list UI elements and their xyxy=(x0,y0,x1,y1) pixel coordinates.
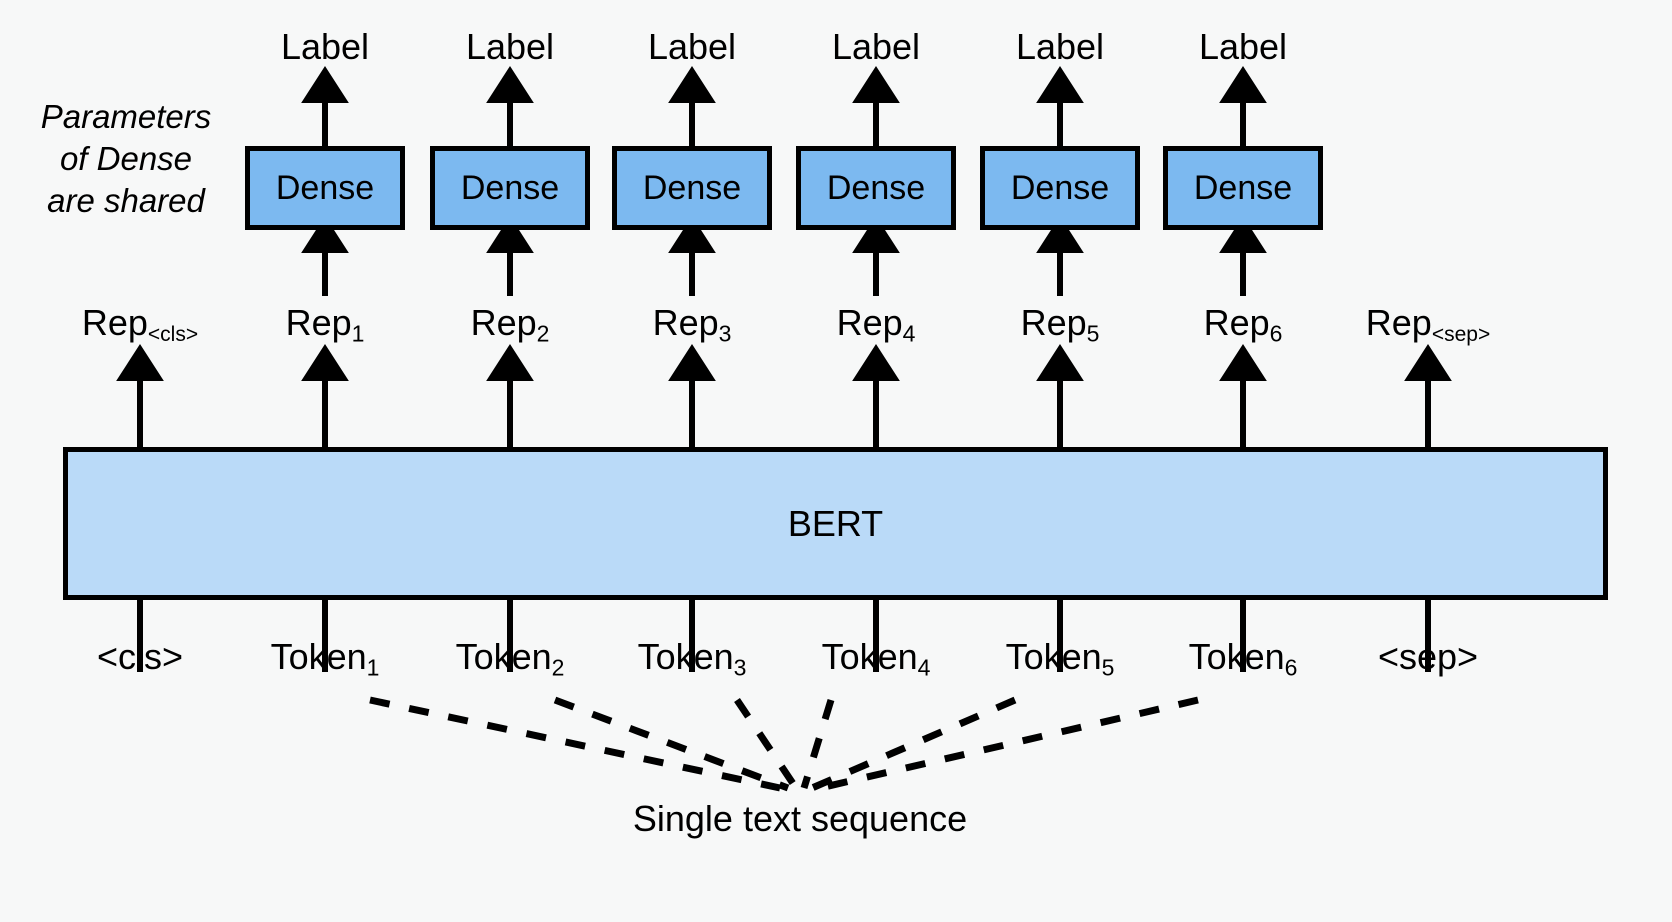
base-text: Rep xyxy=(652,302,719,343)
label-text-2: Label xyxy=(465,26,555,67)
dense-box-label: Dense xyxy=(1010,168,1110,207)
rep-label-1: Rep<cls> xyxy=(82,302,198,347)
base-text: <sep> xyxy=(1377,636,1479,677)
shared-parameters-note: Parameters of Dense are shared xyxy=(41,96,212,222)
dashed-line-token-3 xyxy=(734,698,799,790)
subscript-text: 1 xyxy=(351,320,365,347)
dense-box-5[interactable]: Dense xyxy=(980,146,1140,230)
subscript-text: 5 xyxy=(1086,320,1100,347)
base-text: Token xyxy=(821,636,918,677)
arrows-dense-to-label xyxy=(301,66,1267,150)
label-text-6: Label xyxy=(1198,26,1288,67)
subscript-text: 6 xyxy=(1269,320,1283,347)
base-text: Rep xyxy=(470,302,537,343)
label-text-1: Label xyxy=(280,26,370,67)
base-text: Rep xyxy=(81,302,148,343)
arrows-bert-to-rep xyxy=(116,344,1452,447)
base-text: Rep xyxy=(1020,302,1087,343)
dashed-sequence-brace xyxy=(369,696,1199,792)
dense-box-2[interactable]: Dense xyxy=(430,146,590,230)
rep-label-6: Rep5 xyxy=(1021,302,1100,347)
lines-token-to-bert xyxy=(137,600,1431,672)
token-label-4: Token3 xyxy=(638,636,747,681)
token-label-5: Token4 xyxy=(822,636,931,681)
dashed-line-token-2 xyxy=(553,696,790,792)
token-label-1: <cls> xyxy=(97,636,183,678)
token-label-2: Token1 xyxy=(271,636,380,681)
subscript-text: 2 xyxy=(536,320,550,347)
dense-box-label: Dense xyxy=(460,168,560,207)
subscript-text: 3 xyxy=(718,320,732,347)
rep-label-2: Rep1 xyxy=(286,302,365,347)
subscript-text: 1 xyxy=(366,654,380,681)
subscript-text: 4 xyxy=(917,654,931,681)
base-text: Token xyxy=(455,636,552,677)
arrows-rep-to-dense xyxy=(301,216,1267,296)
base-text: <cls> xyxy=(96,636,184,677)
subscript-text: 5 xyxy=(1101,654,1115,681)
sequence-caption: Single text sequence xyxy=(632,798,968,839)
base-text: Token xyxy=(270,636,367,677)
dashed-line-token-6 xyxy=(819,696,1199,792)
base-text: Rep xyxy=(1203,302,1270,343)
dashed-line-token-5 xyxy=(810,696,1017,792)
subscript-text: <cls> xyxy=(147,322,199,346)
subscript-text: <sep> xyxy=(1431,322,1491,346)
subscript-text: 4 xyxy=(902,320,916,347)
token-label-8: <sep> xyxy=(1378,636,1478,678)
dense-box-6[interactable]: Dense xyxy=(1163,146,1323,230)
note-line-1: Parameters xyxy=(40,98,212,135)
bert-encoder-box[interactable]: BERT xyxy=(63,447,1608,600)
dense-box-label: Dense xyxy=(826,168,926,207)
rep-label-8: Rep<sep> xyxy=(1366,302,1490,347)
dense-box-label: Dense xyxy=(1193,168,1293,207)
label-text-5: Label xyxy=(1015,26,1105,67)
base-text: Token xyxy=(637,636,734,677)
base-text: Rep xyxy=(1365,302,1432,343)
token-label-3: Token2 xyxy=(456,636,565,681)
rep-label-3: Rep2 xyxy=(471,302,550,347)
dense-box-4[interactable]: Dense xyxy=(796,146,956,230)
dense-box-1[interactable]: Dense xyxy=(245,146,405,230)
token-label-7: Token6 xyxy=(1189,636,1298,681)
base-text: Token xyxy=(1188,636,1285,677)
subscript-text: 3 xyxy=(733,654,747,681)
base-text: Rep xyxy=(285,302,352,343)
dashed-line-token-4 xyxy=(800,698,835,790)
subscript-text: 6 xyxy=(1284,654,1298,681)
rep-label-5: Rep4 xyxy=(837,302,916,347)
dense-box-3[interactable]: Dense xyxy=(612,146,772,230)
subscript-text: 2 xyxy=(551,654,565,681)
base-text: Token xyxy=(1005,636,1102,677)
label-text-3: Label xyxy=(647,26,737,67)
base-text: Rep xyxy=(836,302,903,343)
rep-label-7: Rep6 xyxy=(1204,302,1283,347)
token-label-6: Token5 xyxy=(1006,636,1115,681)
label-text-4: Label xyxy=(831,26,921,67)
note-line-3: are shared xyxy=(47,181,205,219)
dashed-line-token-1 xyxy=(369,696,781,792)
rep-label-4: Rep3 xyxy=(653,302,732,347)
dense-box-label: Dense xyxy=(642,168,742,207)
bert-label: BERT xyxy=(787,502,884,544)
note-line-2: of Dense xyxy=(59,139,193,177)
dense-box-label: Dense xyxy=(275,168,375,207)
